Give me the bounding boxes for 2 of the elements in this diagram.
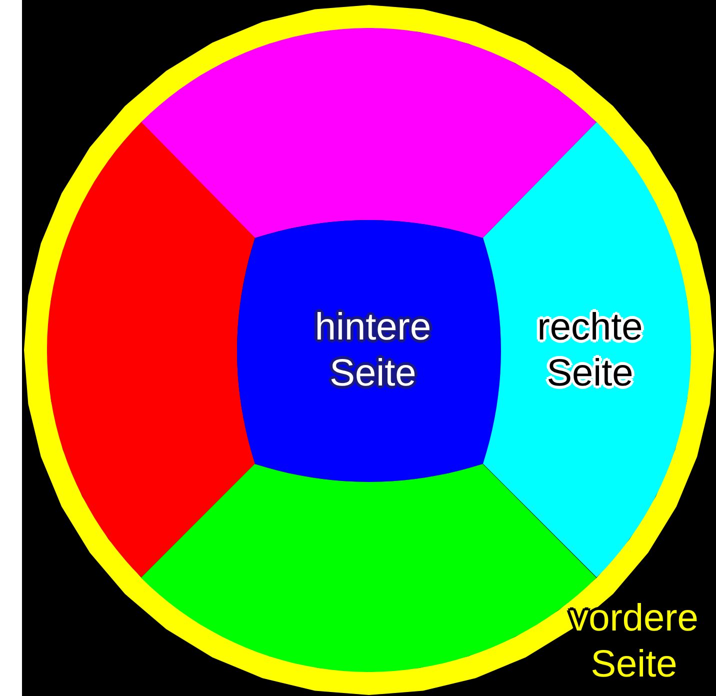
face-label: hintere Seite	[314, 305, 432, 396]
face-label: rechte Seite	[537, 305, 643, 396]
